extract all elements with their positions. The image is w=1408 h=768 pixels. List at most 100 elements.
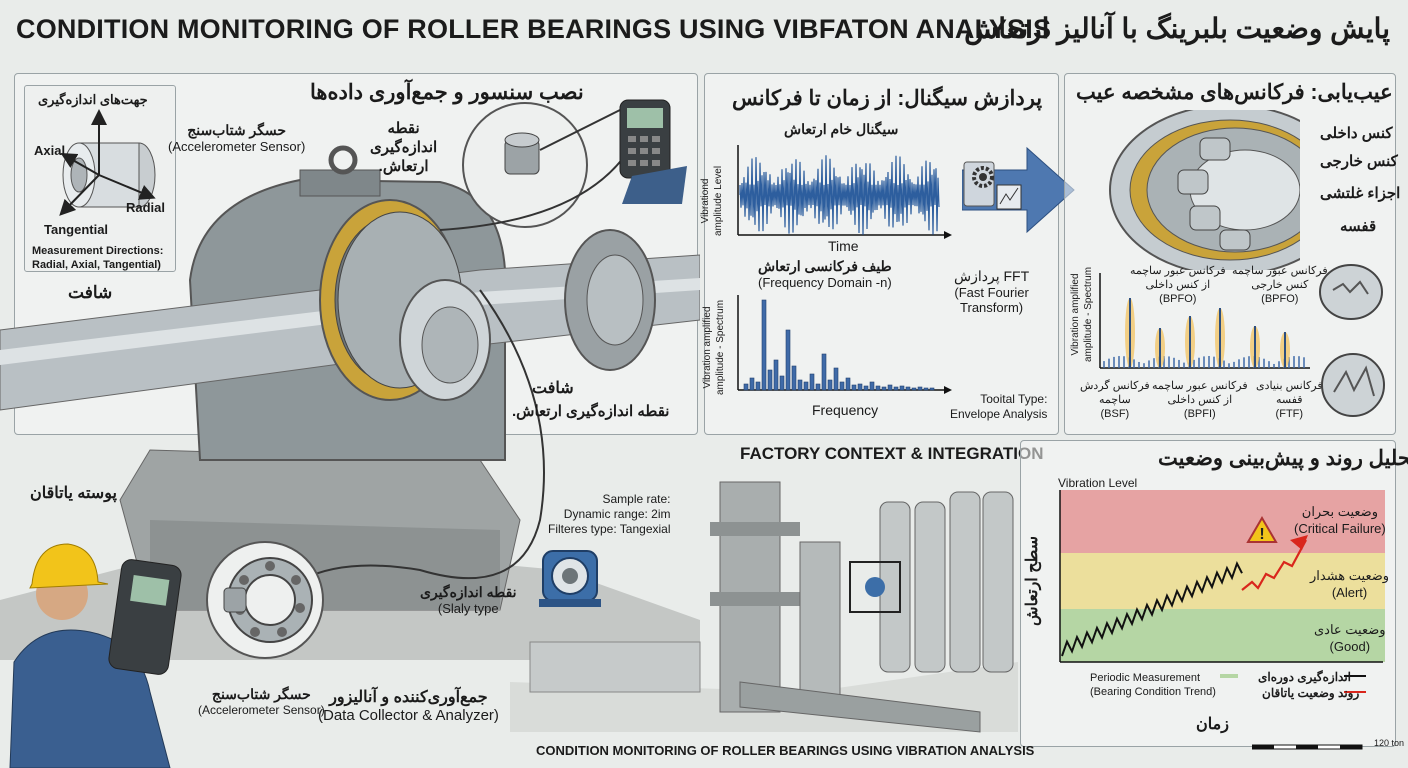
legend-trend-swatch-red [1344,691,1366,693]
spectrum-bar [755,381,761,391]
scale-label: 120 ton [1374,738,1405,748]
alert-label: وضعیت هشدار (Alert) [1310,568,1390,600]
spectrum-bar [881,386,887,391]
damage-inset-top [1319,264,1383,320]
signal-title: پردازش سیگنال: از زمان تا فرکانس [732,87,1043,110]
spectrum-bar [791,365,797,391]
spectrum-chart [737,295,952,394]
raw-signal-y-label: Vibrationd amplitude Level [700,165,724,236]
legend-en-2: (Bearing Condition Trend) [1090,685,1216,698]
collector-label-fa: جمع‌آوری‌کننده و آنالیزور [329,689,488,706]
raw-signal-label: سیگنال خام ارتعاش [784,121,899,137]
scale-bar [1252,744,1363,750]
fault-title: عیب‌یابی: فرکانس‌های مشخصه عیب [1076,81,1393,104]
svg-text:!: ! [1259,526,1264,543]
rolling-elements-label: اجزاء غلتشی [1320,185,1401,202]
collector-label-en: (Data Collector & Analyzer) [318,707,499,725]
trend-legend-en: Periodic Measurement (Bearing Condition … [1090,672,1216,700]
footer-caption: CONDITION MONITORING OF ROLLER BEARINGS … [536,743,1035,758]
sensor2-label-en: (Accelerometer Sensor) [198,702,325,717]
trend-y-label-fa: سطح ارتعاش [1024,535,1041,626]
fft-label-fa: FFT پردازش [954,268,1030,284]
title-persian: پایش وضعیت بلبرینگ با آنالیز ارتعاش [964,13,1390,44]
sensor-label-fa: حسگر شتاب‌سنج [187,122,287,138]
spectrum-label-fa: طیف فرکانسی ارتعاش [758,258,892,274]
factory-illustration [510,481,1018,733]
factory-specs: Sample rate: Dynamic range: 2im Filteres… [548,492,671,536]
bpfi-label: فرکانس عبور ساچمه از کنس داخلی (BPFI) [1152,380,1248,420]
directions-caption: Measurement Directions: Radial, Axial, T… [32,245,164,271]
spectrum-label: طیف فرکانسی ارتعاش (Frequency Domain -n) [758,258,892,290]
factory-title: FACTORY CONTEXT & INTEGRATION [740,444,1044,463]
spectrum-bar [887,384,893,391]
spectrum-bar [809,373,815,391]
legend-en-1: Periodic Measurement [1090,672,1201,684]
shaft-label-left: شافت [68,283,113,302]
spectrum-bar [767,369,773,391]
base-sensor-icon [539,550,601,607]
spectrum-bar [893,386,899,391]
spectrum-bar [833,367,839,391]
trend-y-label-en: Vibration Level [1058,476,1138,490]
spectrum-bar [749,377,755,391]
spectrum-bar [857,383,863,391]
spectrum-bar [923,387,929,391]
spectrum-bar [869,381,875,391]
sensor-label: حسگر شتاب‌سنج (Accelerometer Sensor) [168,122,305,154]
measurement-point-3: نقطه اندازه‌گیری (Slaly type [420,584,517,616]
bearing-inset [206,541,324,659]
sensor-label-en: (Accelerometer Sensor) [168,138,306,154]
fft-icon [996,184,1022,210]
bsf-label: فرکانس گردش ساچمه (BSF) [1080,380,1150,420]
spectrum-bar [863,385,869,391]
ftf-label: فرکانس بنیادی قفسه (FTF) [1256,380,1323,420]
spectrum-bar [773,359,779,391]
frequency-axis-label: Frequency [812,402,879,418]
spectrum-bar [827,379,833,391]
collector-label: جمع‌آوری‌کننده و آنالیزور (Data Collecto… [318,688,499,725]
bpfo-inner-label: فرکانس عبور ساچمه از کنس داخلی (BPFO) [1130,265,1226,305]
directions-diagram [59,109,156,216]
shaft-label-right: شافت [532,380,574,397]
good-label: وضعیت عادی (Good) [1314,622,1386,654]
fault-spectrum-chart [1099,273,1310,369]
spectrum-bar [743,383,749,391]
raw-signal-chart [737,145,952,239]
fft-label: FFT پردازش (Fast Fourier Transform) [954,268,1029,316]
spectrum-bar [797,379,803,391]
sensor2-label-fa: حسگر شتاب‌سنج [211,686,311,702]
spectrum-bar [875,385,881,391]
housing-label: پوسته یاتاقان [30,485,117,502]
spectrum-bar [911,387,917,391]
installation-title: نصب سنسور و جمع‌آوری داده‌ها [310,81,584,104]
measurement-point-label: نقطه اندازه‌گیری ارتعاش. [370,120,438,175]
spectrum-bar [785,329,791,391]
spectrum-bar [839,381,845,391]
trend-x-label: زمان [1196,716,1229,733]
sensor2-label: حسگر شتاب‌سنج (Accelerometer Sensor) [198,686,325,717]
fault-spectrum-y-label: Vibration amplified amplitude - Spectrum [1070,266,1094,362]
inner-race-label: کنس داخلی [1320,125,1393,142]
title-english: CONDITION MONITORING OF ROLLER BEARINGS … [16,14,1052,44]
tool-type-label: Tooital Type: Envelope Analysis [950,392,1048,421]
spectrum-bar [851,384,857,391]
spectrum-bar [815,383,821,391]
fft-label-en: (Fast Fourier Transform) [954,284,1029,316]
legend-fa-1: اندازه‌گیری دوره‌ای [1258,670,1352,684]
bearing-machine-illustration [0,102,700,660]
spectrum-bar [899,385,905,391]
directions-title: جهت‌های اندازه‌گیری [38,92,148,107]
measurement-point-3-fa: نقطه اندازه‌گیری [420,584,517,600]
spectrum-bar [917,386,923,391]
outer-race-label: کنس خارجی [1320,153,1398,170]
spectrum-label-en: (Frequency Domain -n) [758,274,892,290]
measurement-point-3-en: (Slaly type [437,600,499,616]
spectrum-bar [761,299,767,391]
spectrum-bar [905,386,911,391]
axial-label: Axial [34,143,66,158]
legend-periodic-swatch [1220,674,1238,678]
spectrum-bar [803,381,809,391]
bearing-cutaway [1109,110,1300,270]
radial-label: Radial [126,200,166,215]
technician-illustration [9,543,182,768]
